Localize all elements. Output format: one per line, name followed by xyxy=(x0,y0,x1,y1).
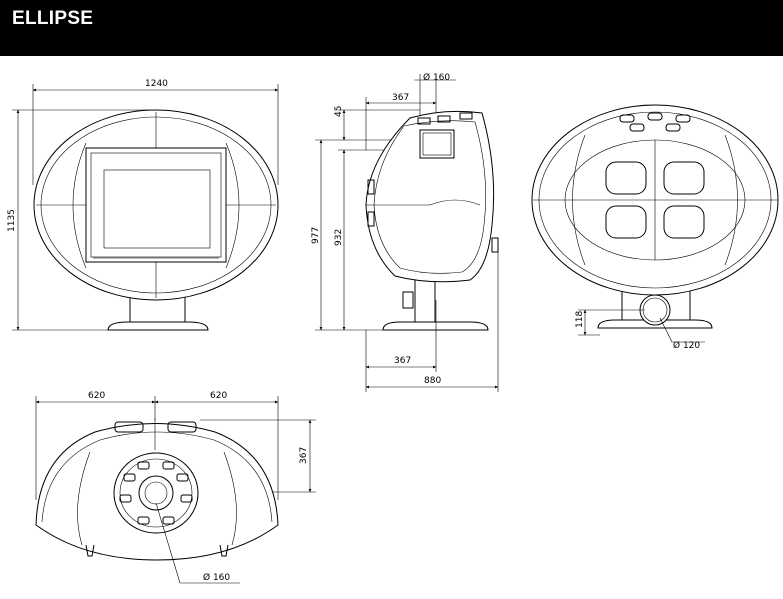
side-flue-offset-label: 367 xyxy=(392,93,409,103)
top-half-left-label: 620 xyxy=(88,391,105,401)
rear-view: 118 Ø 120 xyxy=(531,104,779,351)
side-flue-diameter-label: Ø 160 xyxy=(423,72,450,83)
side-top-offset-label: 45 xyxy=(334,106,344,117)
top-depth-offset-label: 367 xyxy=(299,447,309,464)
side-depth-label: 880 xyxy=(424,376,441,386)
front-width-label: 1240 xyxy=(145,79,168,89)
rear-outlet-height-label: 118 xyxy=(575,311,585,328)
top-flue-diameter-label: Ø 160 xyxy=(203,572,230,583)
page-title: ELLIPSE xyxy=(12,8,94,29)
title-banner: ELLIPSE xyxy=(0,0,783,56)
side-view: Ø 160 367 45 977 932 xyxy=(311,72,499,392)
front-height-label: 1135 xyxy=(7,209,17,232)
side-height-977-label: 977 xyxy=(311,227,321,244)
rear-outlet-diameter-label: Ø 120 xyxy=(673,340,700,351)
side-height-932-label: 932 xyxy=(334,229,344,246)
top-view: 620 620 367 Ø 160 xyxy=(35,391,316,584)
side-bottom-offset-label: 367 xyxy=(394,356,411,366)
top-half-right-label: 620 xyxy=(210,391,227,401)
front-view: 1240 1135 xyxy=(7,79,279,331)
